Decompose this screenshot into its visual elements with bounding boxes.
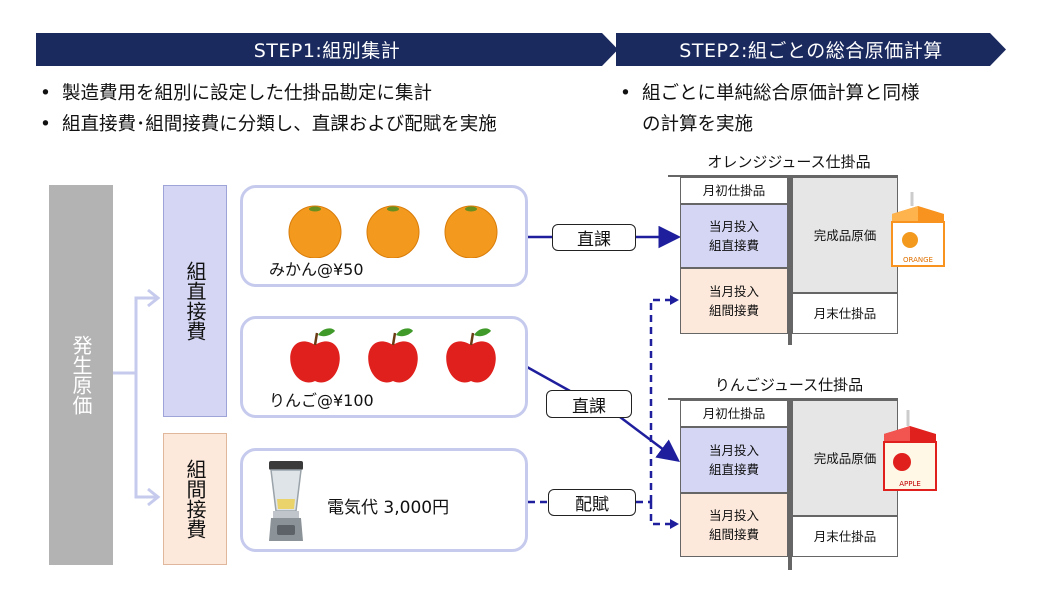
allocation-tag: 配賦 [548, 489, 636, 516]
apple-direct-cell: 当月投入組直接費 [680, 427, 788, 493]
apple-ending-cell: 月末仕掛品 [792, 516, 898, 557]
orange-ending-cell: 月末仕掛品 [792, 293, 898, 334]
t-account-center-line [788, 398, 792, 570]
orange-completed-cell: 完成品原価 [792, 177, 898, 293]
direct-cost-box: 組直接費 [163, 185, 227, 417]
direct-tag-orange: 直課 [552, 224, 636, 251]
orange-icon [288, 205, 342, 258]
step1-banner: STEP1:組別集計 [36, 33, 618, 66]
apple-icon [446, 328, 496, 383]
orange-juice-carton-icon: ORANGE [891, 192, 945, 267]
orange-opening-cell: 月初仕掛品 [680, 177, 788, 204]
direct-cost-label: 組直接費 [183, 261, 207, 341]
apple-juice-carton-icon: APPLE [883, 410, 937, 491]
apple-price-label: りんご@¥100 [269, 391, 374, 410]
apple-arrow [619, 416, 680, 462]
allocation-dashed [528, 298, 672, 526]
orange-indirect-cell: 当月投入組間接費 [680, 268, 788, 334]
mikan-price-label: みかん@¥50 [269, 260, 364, 279]
indirect-cost-label: 組間接費 [183, 459, 207, 539]
apple-opening-cell: 月初仕掛品 [680, 400, 788, 427]
apple-completed-cell: 完成品原価 [792, 400, 898, 516]
alloc-arrowhead-orange [670, 295, 679, 305]
source-cost-box: 発生原価 [49, 185, 113, 565]
indirect-cost-box: 組間接費 [163, 433, 227, 565]
orange-direct-cell: 当月投入組直接費 [680, 204, 788, 268]
step1-bullet: •製造費用を組別に設定した仕掛品勘定に集計 [40, 83, 433, 104]
step2-banner-shape [616, 33, 1006, 66]
apple-wip-title: りんごジュース仕掛品 [714, 376, 864, 394]
branch-arrows [113, 288, 161, 507]
step1-title: STEP1:組別集計 [253, 40, 401, 62]
orange-wip-title: オレンジジュース仕掛品 [707, 153, 871, 171]
t-account-top-line [668, 175, 898, 177]
alloc-arrowhead-apple [670, 519, 679, 529]
orange-icon [366, 205, 420, 258]
step2-bullets: •組ごとに単純総合原価計算と同様 の計算を実施 [620, 83, 920, 135]
step2-banner: STEP2:組ごとの総合原価計算 [616, 33, 1006, 66]
blender-icon [269, 461, 303, 541]
direct-tag-apple: 直課 [546, 390, 632, 418]
orange-fruit-icons [288, 205, 498, 258]
apple-icon [368, 328, 418, 383]
t-account-top-line [668, 398, 898, 400]
step1-banner-shape [36, 33, 618, 66]
orange-icon [444, 205, 498, 258]
source-cost-label: 発生原価 [69, 335, 93, 415]
apple-box: りんご@¥100 [240, 316, 528, 418]
apple-line [526, 365, 571, 393]
apple-fruit-icons [290, 328, 496, 383]
electric-cost-label: 電気代 3,000円 [327, 498, 450, 518]
t-account-center-line [788, 175, 792, 345]
step1-bullets: •製造費用を組別に設定した仕掛品勘定に集計 •組直接費･組間接費に分類し、直課お… [40, 78, 497, 140]
mikan-box: みかん@¥50 [240, 185, 528, 287]
apple-indirect-cell: 当月投入組間接費 [680, 493, 788, 557]
orange-carton-label: ORANGE [903, 256, 933, 264]
electric-box: 電気代 3,000円 [240, 448, 528, 552]
step2-title: STEP2:組ごとの総合原価計算 [679, 40, 943, 62]
step1-bullet: •組直接費･組間接費に分類し、直課および配賦を実施 [40, 114, 497, 135]
apple-icon [290, 328, 340, 383]
apple-carton-label: APPLE [899, 480, 921, 488]
